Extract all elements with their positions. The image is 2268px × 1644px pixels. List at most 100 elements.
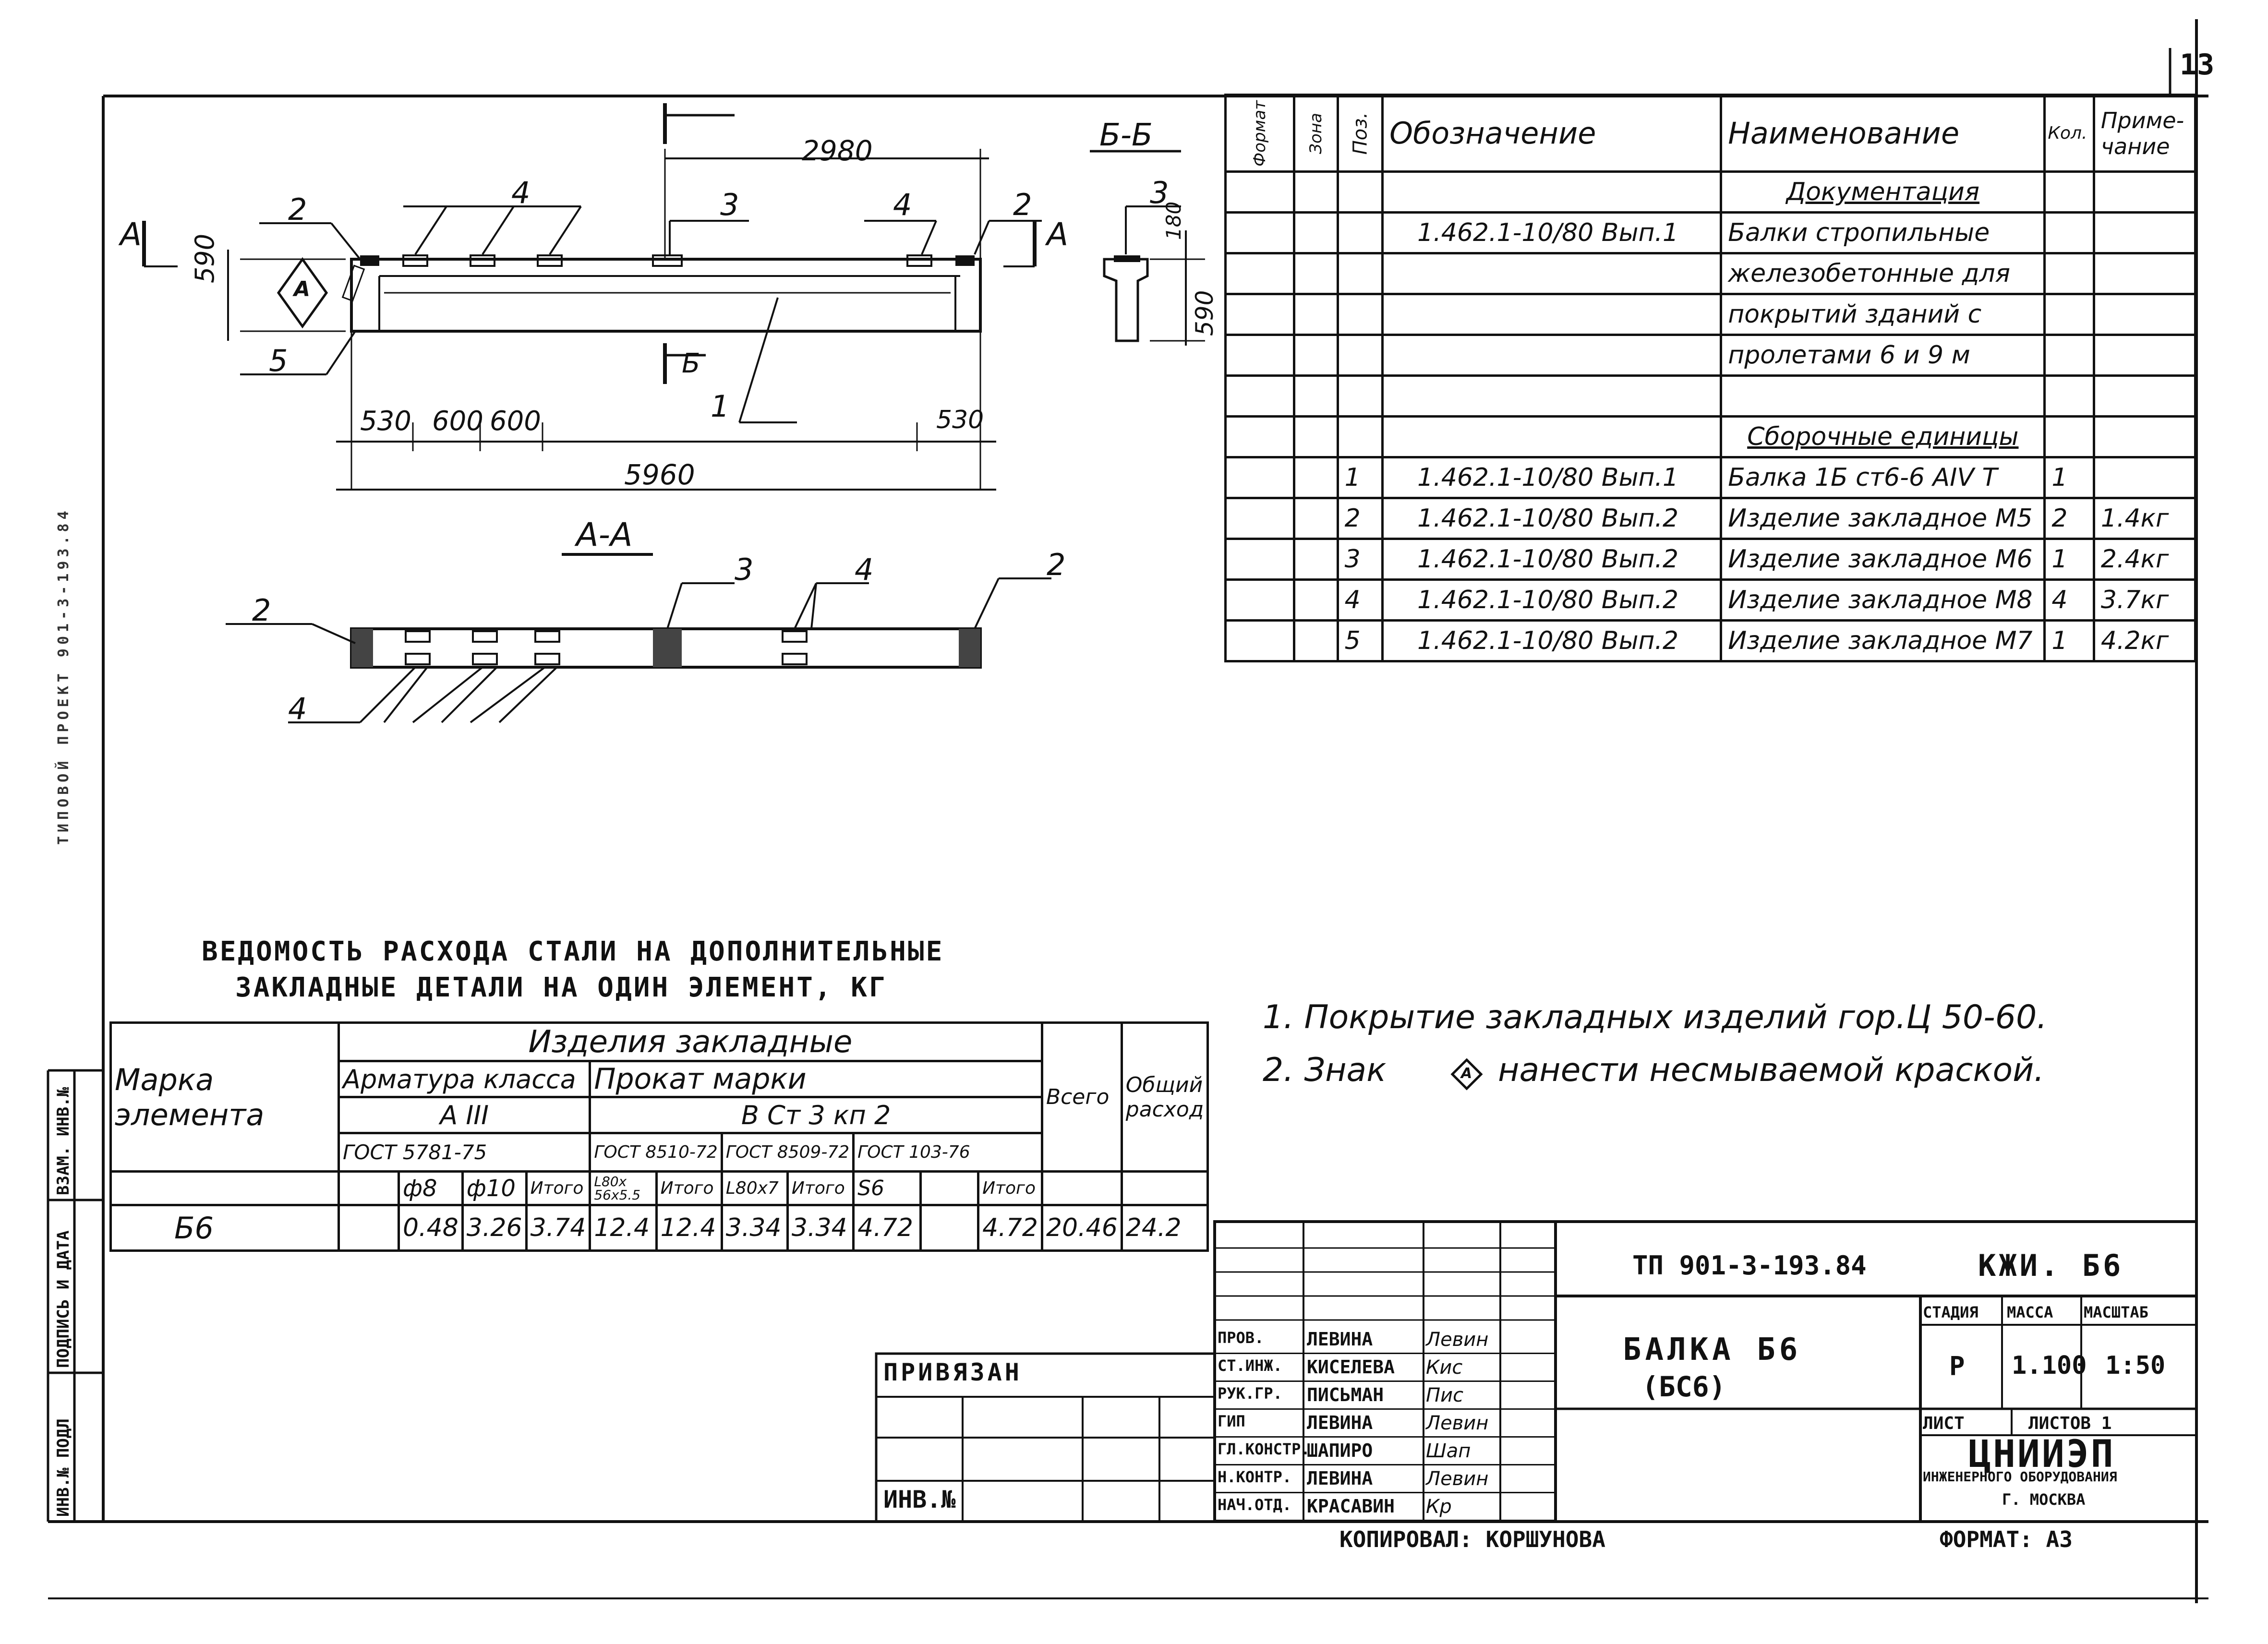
- dim-530: 530: [360, 406, 411, 437]
- note-2-end: нанести несмываемой краской.: [1498, 1051, 2044, 1089]
- spec-designation: [1381, 252, 1723, 295]
- sub-s6: S6: [852, 1170, 922, 1206]
- spec-row: пролетами 6 и 9 м: [1224, 334, 2197, 377]
- section-aa-title: А-А: [576, 516, 633, 554]
- tb-scale: 1:50: [2105, 1351, 2166, 1380]
- spec-qty: [2043, 211, 2095, 254]
- dim-2980: 2980: [802, 134, 873, 167]
- spec-designation: [1381, 293, 1723, 336]
- spec-pos: 2: [1336, 497, 1384, 540]
- val-total: 20.46: [1040, 1204, 1123, 1252]
- spec-format: [1224, 578, 1295, 622]
- spec-pos: 1: [1336, 456, 1384, 499]
- sub-itogo-2: Итого: [655, 1170, 723, 1206]
- tb-person-sign: Левин: [1426, 1468, 1489, 1490]
- tb-person-role: ГИП: [1218, 1412, 1245, 1430]
- spec-zone: [1292, 415, 1339, 458]
- hdr-qty: Кол.: [2043, 94, 2095, 173]
- val-itogo-1: 3.74: [525, 1204, 591, 1252]
- section-aa: [226, 553, 1051, 723]
- spec-format: [1224, 211, 1295, 254]
- val-overall: 24.2: [1120, 1204, 1209, 1252]
- spec-format: [1224, 619, 1295, 662]
- spec-note: [2092, 334, 2197, 377]
- spec-qty: 1: [2043, 538, 2095, 581]
- spec-qty: [2043, 374, 2095, 418]
- dim-600-a: 600: [432, 406, 483, 437]
- val-l80: 12.4: [589, 1204, 658, 1252]
- spec-note: [2092, 374, 2197, 418]
- callout-4-aa-bottom: 4: [288, 691, 307, 726]
- mark-a: А: [294, 277, 311, 301]
- tb-stage: Р: [1949, 1351, 1965, 1381]
- tb-mass: 1.100: [2012, 1351, 2087, 1380]
- tb-person-role: СТ.ИНЖ.: [1218, 1356, 1282, 1375]
- tb-person-row: СТ.ИНЖ. КИСЕЛЕВА Кис: [1215, 1353, 1556, 1382]
- steel-group-header: Изделия закладные: [338, 1021, 1043, 1062]
- spec-name: железобетонные для: [1720, 252, 2046, 295]
- sub-itogo-3: Итого: [786, 1170, 855, 1206]
- cut-a-right: А: [1047, 216, 1069, 253]
- sub-d8: ф8: [398, 1170, 464, 1206]
- spec-zone: [1292, 497, 1339, 540]
- spec-qty: 1: [2043, 619, 2095, 662]
- spec-format: [1224, 170, 1295, 214]
- spec-row: [1224, 374, 2197, 418]
- section-bb: [1090, 150, 1205, 346]
- spec-format: [1224, 293, 1295, 336]
- tb-person-role: РУК.ГР.: [1218, 1384, 1282, 1403]
- spec-zone: [1292, 252, 1339, 295]
- steel-total-header: Всего: [1040, 1021, 1123, 1173]
- spec-zone: [1292, 619, 1339, 662]
- tb-privyazan: ПРИВЯЗАН: [883, 1358, 1022, 1386]
- gost-8509: ГОСТ 8509-72: [720, 1132, 855, 1173]
- spec-designation: 1.462.1-10/80 Вып.2: [1381, 619, 1723, 662]
- spec-pos: 4: [1336, 578, 1384, 622]
- callout-3-aa: 3: [735, 552, 754, 587]
- spec-name: Документация: [1720, 170, 2046, 214]
- gost-103: ГОСТ 103-76: [852, 1132, 1043, 1173]
- note-2-start: 2. Знак: [1263, 1051, 1387, 1089]
- tb-person-sign: Пис: [1426, 1384, 1464, 1406]
- spec-qty: 2: [2043, 497, 2095, 540]
- spec-format: [1224, 497, 1295, 540]
- spec-name: пролетами 6 и 9 м: [1720, 334, 2046, 377]
- tb-copied: КОПИРОВАЛ: КОРШУНОВА: [1339, 1526, 1605, 1552]
- spec-note: [2092, 211, 2197, 254]
- gost-8510: ГОСТ 8510-72: [589, 1132, 723, 1173]
- spec-qty: [2043, 170, 2095, 214]
- val-itogo-2: 12.4: [655, 1204, 723, 1252]
- spec-format: [1224, 252, 1295, 295]
- spec-pos: [1336, 211, 1384, 254]
- hdr-designation: Обозначение: [1381, 94, 1723, 173]
- tb-person-name: КИСЕЛЕВА: [1307, 1356, 1395, 1378]
- spec-format: [1224, 456, 1295, 499]
- tb-person-sign: Кис: [1426, 1356, 1463, 1379]
- hdr-name: Наименование: [1720, 94, 2046, 173]
- tb-sheet-code: КЖИ. Б6: [1978, 1248, 2124, 1283]
- spec-zone: [1292, 374, 1339, 418]
- spec-designation: 1.462.1-10/80 Вып.2: [1381, 578, 1723, 622]
- tb-person-name: ЛЕВИНА: [1307, 1468, 1373, 1489]
- spec-qty: [2043, 252, 2095, 295]
- callout-2-aa-left: 2: [252, 593, 271, 628]
- sub-l80x7: L80x7: [720, 1170, 789, 1206]
- sub-d10: ф10: [461, 1170, 528, 1206]
- callout-1: 1: [711, 389, 730, 424]
- spec-name: Изделие закладное М8: [1720, 578, 2046, 622]
- steel-table-title-2: ЗАКЛАДНЫЕ ДЕТАЛИ НА ОДИН ЭЛЕМЕНТ, КГ: [235, 972, 887, 1003]
- tb-person-sign: Левин: [1426, 1412, 1489, 1434]
- tb-name-1: БАЛКА Б6: [1623, 1332, 1802, 1368]
- spec-zone: [1292, 211, 1339, 254]
- tb-scale-header: МАСШТАБ: [2084, 1303, 2148, 1321]
- spec-qty: 4: [2043, 578, 2095, 622]
- rolled-grade: В Ст 3 кп 2: [589, 1096, 1043, 1134]
- dim-5960: 5960: [624, 458, 695, 491]
- tb-person-name: ЛЕВИНА: [1307, 1329, 1373, 1350]
